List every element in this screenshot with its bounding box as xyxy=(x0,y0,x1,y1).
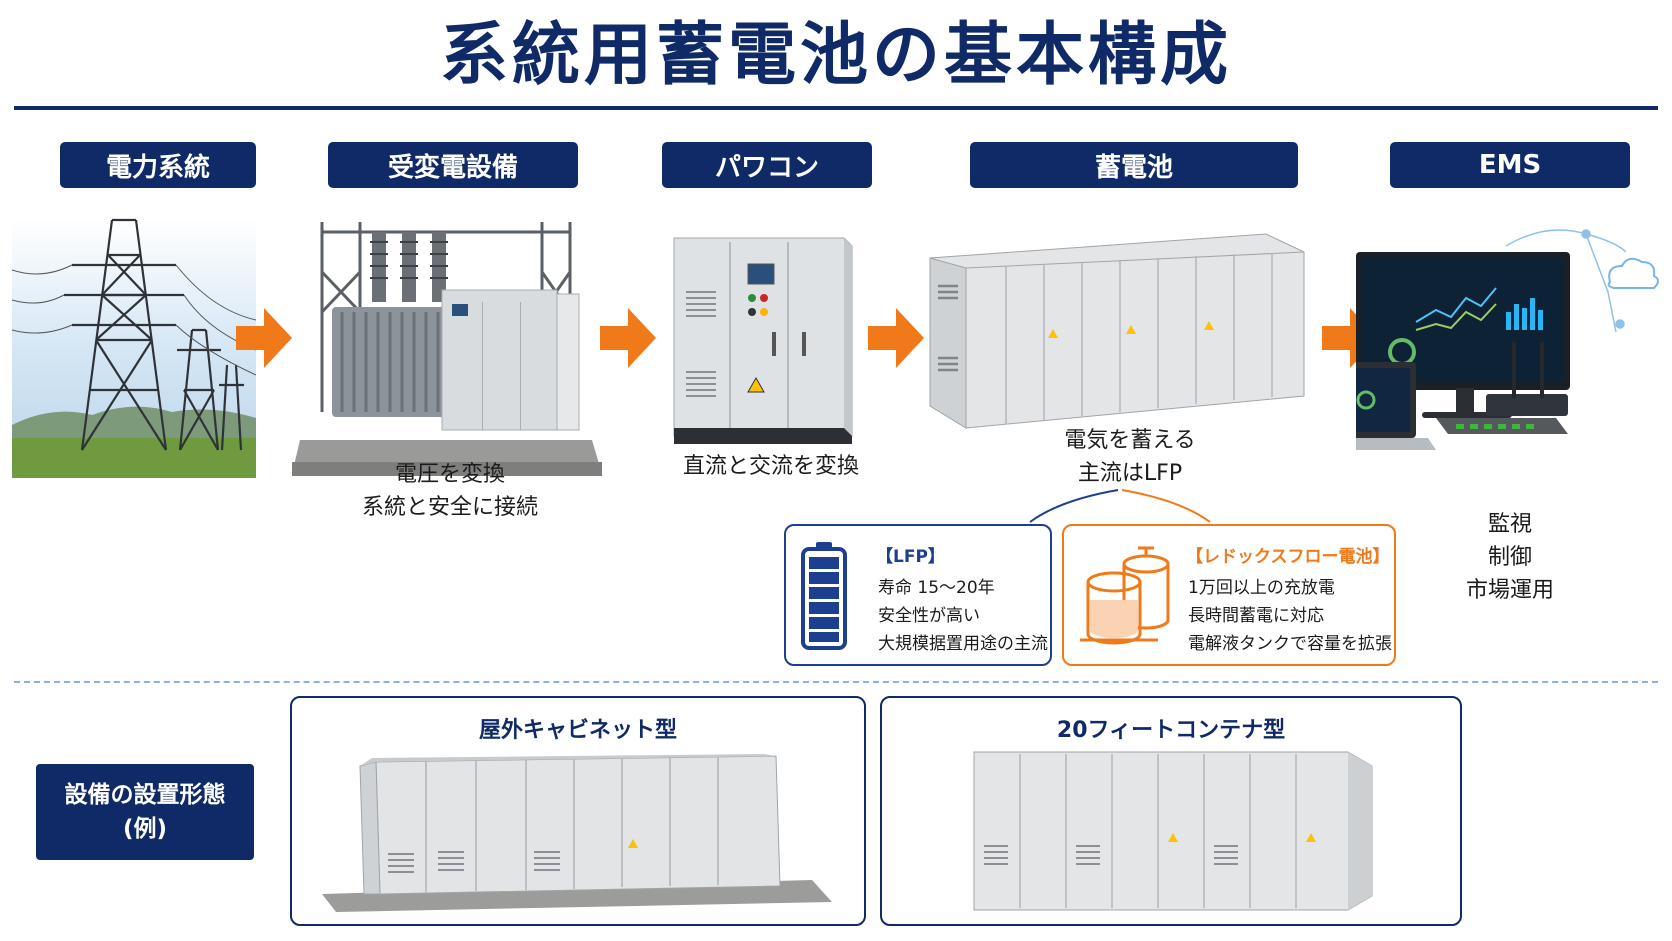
lfp-line-1: 寿命 15〜20年 xyxy=(878,578,995,598)
battery-level-icon xyxy=(800,542,848,650)
lfp-line-2: 安全性が高い xyxy=(878,606,980,626)
installation-label-line-2: (例) xyxy=(122,816,168,842)
caption-battery-line-1: 電気を蓄える xyxy=(1064,428,1196,453)
caption-battery-line-2: 主流はLFP xyxy=(1077,461,1183,486)
panel-outdoor-cabinet-title: 屋外キャビネット型 xyxy=(478,718,677,743)
electrolyte-tank-icon xyxy=(1076,544,1180,650)
battery-container-icon xyxy=(926,228,1310,438)
power-conditioner-cabinet-icon xyxy=(668,232,858,454)
caption-substation-line-2: 系統と安全に接続 xyxy=(361,495,538,520)
flow-label-substation: 受変電設備 xyxy=(328,142,578,188)
caption-pcs: 直流と交流を変換 xyxy=(626,450,916,483)
transmission-tower-icon xyxy=(12,200,256,488)
caption-substation-line-1: 電圧を変換 xyxy=(394,462,505,487)
redox-box-lines: 1万回以上の充放電 長時間蓄電に対応 電解液タンクで容量を拡張 xyxy=(1188,574,1392,658)
container-unit-icon xyxy=(968,746,1378,916)
flow-arrow-2-icon xyxy=(600,306,656,370)
flow-arrow-1-icon xyxy=(236,306,292,370)
flow-label-battery: 蓄電池 xyxy=(970,142,1298,188)
page-title: 系統用蓄電池の基本構成 xyxy=(439,16,1232,95)
redox-line-2: 長時間蓄電に対応 xyxy=(1188,606,1324,626)
caption-battery: 電気を蓄える 主流はLFP xyxy=(980,424,1280,490)
caption-ems-line-2: 制御 xyxy=(1487,545,1532,570)
panel-20ft-container-title: 20フィートコンテナ型 xyxy=(1056,718,1286,743)
flow-label-grid: 電力系統 xyxy=(60,142,256,188)
flow-label-pcs: パワコン xyxy=(662,142,872,188)
flow-arrow-3-icon xyxy=(868,306,924,370)
flow-label-ems: EMS xyxy=(1390,142,1630,188)
lfp-line-3: 大規模据置用途の主流 xyxy=(878,634,1048,654)
caption-pcs-line-1: 直流と交流を変換 xyxy=(682,454,859,479)
lfp-box-lines: 寿命 15〜20年 安全性が高い 大規模据置用途の主流 xyxy=(878,574,1048,658)
section-divider xyxy=(14,681,1658,683)
installation-label: 設備の設置形態 (例) xyxy=(36,764,254,860)
installation-label-line-1: 設備の設置形態 xyxy=(64,782,226,808)
monitor-dashboard-icon xyxy=(1356,212,1662,484)
caption-ems: 監視 制御 市場運用 xyxy=(1390,508,1630,607)
lfp-info-box: 【LFP】 寿命 15〜20年 安全性が高い 大規模据置用途の主流 xyxy=(784,524,1052,666)
transformer-icon xyxy=(292,212,610,488)
redox-line-3: 電解液タンクで容量を拡張 xyxy=(1188,634,1392,654)
redox-line-1: 1万回以上の充放電 xyxy=(1188,578,1335,598)
panel-outdoor-cabinet: 屋外キャビネット型 xyxy=(290,696,866,926)
redox-box-title: 【レドックスフロー電池】 xyxy=(1186,547,1390,567)
panel-20ft-container: 20フィートコンテナ型 xyxy=(880,696,1462,926)
caption-ems-line-1: 監視 xyxy=(1487,512,1532,537)
callout-connector xyxy=(1000,486,1240,526)
title-underline xyxy=(14,106,1658,110)
caption-substation: 電圧を変換 系統と安全に接続 xyxy=(300,458,600,524)
lfp-box-title: 【LFP】 xyxy=(876,547,945,567)
caption-ems-line-3: 市場運用 xyxy=(1465,578,1554,603)
redox-info-box: 【レドックスフロー電池】 1万回以上の充放電 長時間蓄電に対応 電解液タンクで容… xyxy=(1062,524,1396,666)
outdoor-cabinet-icon xyxy=(316,744,836,916)
